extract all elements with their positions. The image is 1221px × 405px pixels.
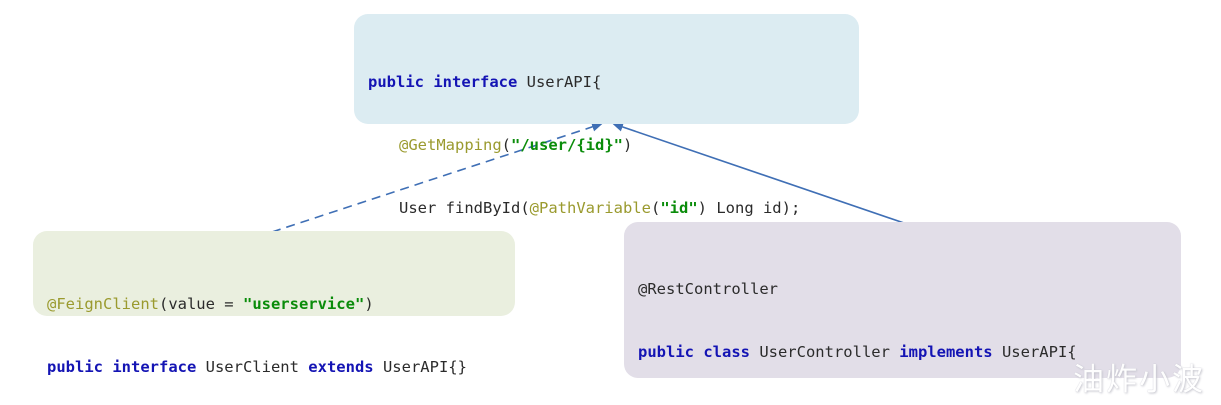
keyword-extends: extends [308, 358, 374, 376]
userclient-code-box: @FeignClient(value = "userservice") publ… [33, 231, 515, 376]
usercontroller-line-2: public class UserController implements U… [638, 342, 1181, 363]
usercontroller-supertype: UserAPI{ [992, 343, 1077, 361]
userapi-line-3: User findById(@PathVariable("id") Long i… [368, 198, 859, 219]
usercontroller-line-1: @RestController [638, 279, 1181, 300]
keyword-public-interface: public interface [47, 358, 197, 376]
implements-dashed-arrow [271, 122, 604, 233]
string-user-id-path: "/user/{id}" [511, 136, 623, 154]
method-param-tail: ) Long id); [697, 199, 801, 217]
method-findbyid-signature: User findById( [399, 199, 530, 217]
paren-close: ) [622, 136, 633, 154]
paren-close: ) [364, 295, 374, 313]
userclient-type-name: UserClient [196, 358, 309, 376]
annotation-getmapping: @GetMapping [399, 136, 502, 154]
feignclient-value-attr: (value = [158, 295, 243, 313]
userclient-line-2: public interface UserClient extends User… [47, 357, 515, 378]
annotation-pathvariable: @PathVariable [529, 199, 651, 217]
userapi-line-2: @GetMapping("/user/{id}") [368, 135, 859, 156]
userclient-supertype: UserAPI{} [373, 358, 467, 376]
userapi-line-1: public interface UserAPI{ [368, 72, 859, 93]
keyword-public-class: public class [638, 343, 750, 361]
string-id: "id" [660, 199, 698, 217]
userapi-code-box: public interface UserAPI{ @GetMapping("/… [354, 14, 859, 280]
usercontroller-type-name: UserController [749, 343, 900, 361]
paren-open: ( [501, 136, 511, 154]
implements-solid-arrow [611, 122, 905, 224]
paren-open: ( [650, 199, 661, 217]
string-userservice: "userservice" [242, 295, 365, 313]
userclient-line-1: @FeignClient(value = "userservice") [47, 294, 515, 315]
usercontroller-code-box: @RestController public class UserControl… [624, 222, 1181, 378]
userapi-type-name: UserAPI{ [517, 73, 602, 91]
annotation-feignclient: @FeignClient [47, 295, 159, 313]
keyword-implements: implements [899, 343, 993, 361]
annotation-restcontroller: @RestController [638, 280, 778, 298]
keyword-public-interface: public interface [368, 73, 518, 91]
